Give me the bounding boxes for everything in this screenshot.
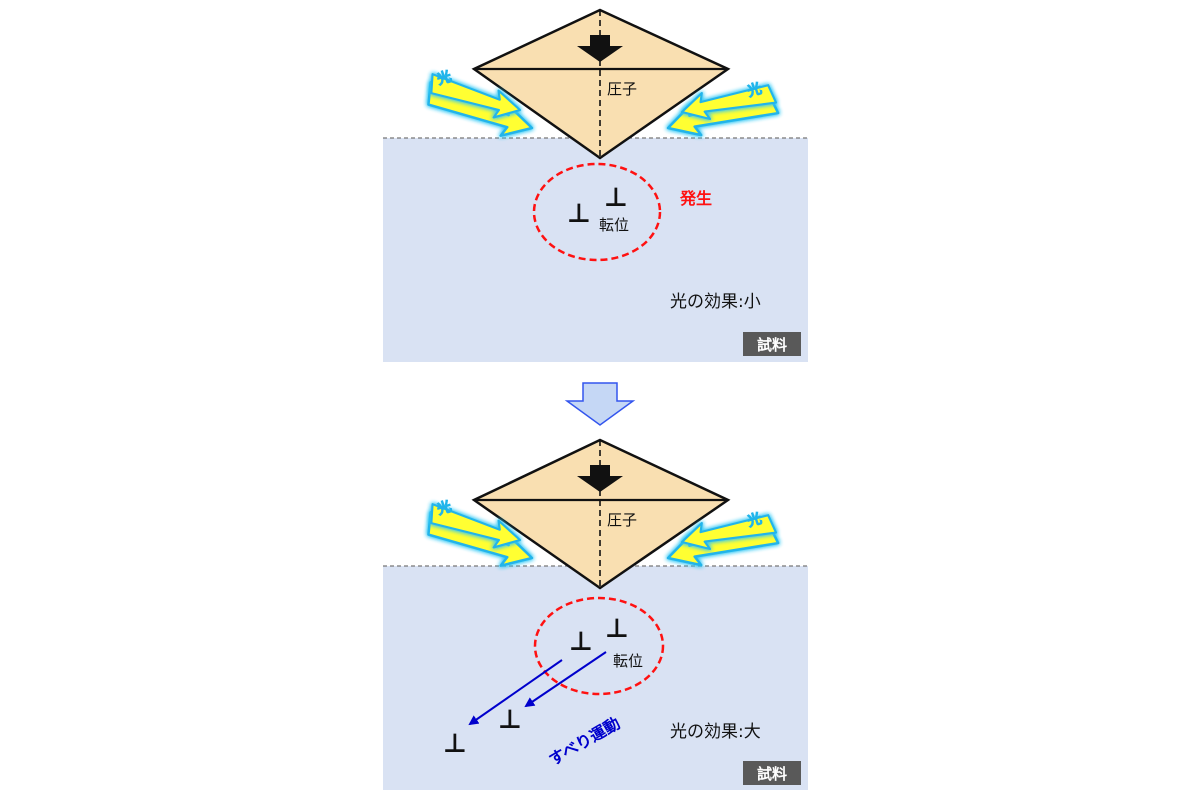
slip-arrow	[468, 659, 563, 726]
sample-tag	[743, 332, 801, 356]
dislocation-symbol: ⊥	[569, 627, 593, 657]
generation-label: 発生	[679, 189, 712, 208]
load-arrow-icon	[577, 35, 623, 62]
dislocation-label: 転位	[599, 216, 629, 234]
dislocation-label: 転位	[613, 652, 643, 670]
light-label-right: 光	[744, 510, 764, 531]
sample-tag-label: 試料	[757, 765, 787, 783]
dislocation-symbol: ⊥	[443, 729, 467, 759]
indenter	[471, 8, 731, 160]
dislocation-symbol: ⊥	[605, 614, 629, 644]
light-label-left: 光	[434, 68, 454, 89]
indenter	[471, 438, 731, 590]
dislocation-zone	[533, 596, 665, 696]
dislocation-zone	[532, 162, 662, 262]
transition-arrow-icon	[564, 382, 636, 426]
dislocation-symbol: ⊥	[567, 199, 591, 229]
sample-block	[383, 138, 808, 362]
light-label-left: 光	[434, 498, 454, 519]
sample-tag	[743, 761, 801, 785]
dislocation-symbol: ⊥	[604, 183, 628, 213]
sample-block	[383, 566, 808, 790]
indenter-label: 圧子	[607, 511, 637, 529]
sample-tag-label: 試料	[757, 336, 787, 354]
slip-arrow	[524, 651, 607, 708]
panel-top: 圧子 光 光 ⊥ ⊥ 転位 発生 光の効果:小 試料	[383, 8, 808, 362]
load-arrow-icon	[577, 465, 623, 492]
effect-label: 光の効果:小	[670, 292, 761, 312]
indenter-label: 圧子	[607, 80, 637, 98]
dislocation-symbol: ⊥	[498, 705, 522, 735]
light-label-right: 光	[744, 80, 764, 101]
panel-bottom: 圧子 光 光 ⊥ ⊥ 転位 ⊥ ⊥ すべり運動 光の効果:大 試料	[383, 438, 808, 790]
effect-label: 光の効果:大	[670, 722, 761, 742]
